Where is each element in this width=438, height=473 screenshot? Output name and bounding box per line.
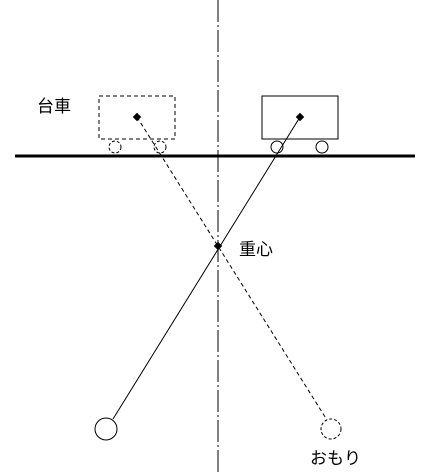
pivot-point-dashed: [132, 112, 142, 122]
cart-solid-wheel-right: [315, 140, 329, 154]
pendulum-rod-dashed: [136, 116, 328, 421]
cart-label: 台車: [37, 97, 71, 117]
pivot-point-solid: [295, 112, 305, 122]
center-of-gravity-point: [213, 241, 223, 251]
weight-label: おもり: [310, 449, 361, 469]
cart-dashed-wheel-left: [108, 140, 122, 154]
cart-dashed: [98, 95, 176, 154]
weight-dashed: [320, 418, 342, 440]
pendulum-rod-solid: [112, 116, 301, 420]
cart-dashed-wheel-right: [153, 140, 167, 154]
weight-solid: [94, 417, 118, 441]
center-of-gravity-label: 重心: [239, 240, 273, 260]
cart-solid: [261, 95, 339, 154]
cart-dashed-body: [98, 95, 176, 140]
